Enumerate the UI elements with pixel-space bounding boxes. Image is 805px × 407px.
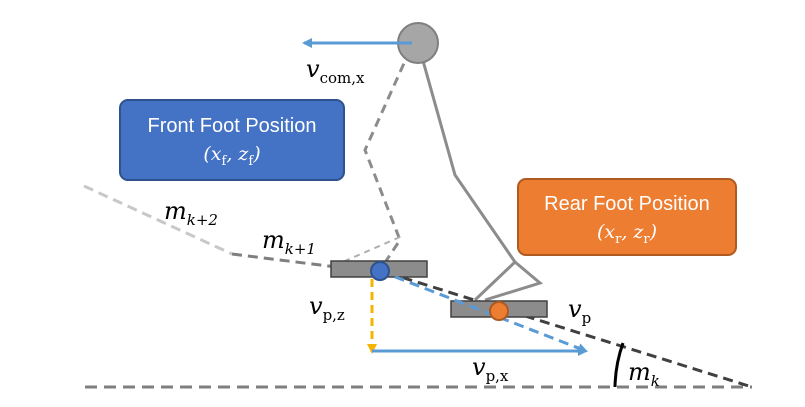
label-m-k-plus-1: mk+1: [262, 226, 316, 258]
front-foot-position-title: Front Foot Position: [147, 115, 317, 137]
label-v-com-x: vcom,x: [306, 55, 365, 87]
front-leg: [363, 49, 412, 271]
front-foot-position-box: Front Foot Position (xf, zf): [119, 99, 345, 181]
label-m-k: mk: [628, 358, 660, 390]
front-foot-point: [370, 261, 390, 281]
slope-angle-arc: [613, 342, 625, 388]
front-foot-position-coords: (xf, zf): [203, 143, 261, 169]
rear-foot-position-title: Rear Foot Position: [544, 193, 710, 215]
terrain-segment-k: [371, 266, 753, 389]
rear-foot-position-coords: (xr, zr): [596, 221, 658, 247]
label-v-p-z: vp,z: [309, 292, 345, 324]
rear-foot-point: [489, 301, 509, 321]
rear-foot-position-box: Rear Foot Position (xr, zr): [517, 178, 737, 256]
front-leg-knee-brace: [337, 236, 401, 265]
terrain-segment-k1: [231, 252, 345, 270]
rear-leg: [418, 49, 517, 302]
rear-leg-brace: [484, 260, 544, 302]
label-v-p-x: vp,x: [472, 353, 509, 385]
label-m-k-plus-2: mk+2: [164, 197, 218, 229]
foot-velocity-dashed: [379, 269, 588, 353]
terrain-segment-k2: [83, 184, 233, 256]
label-v-p: vp: [568, 295, 592, 327]
